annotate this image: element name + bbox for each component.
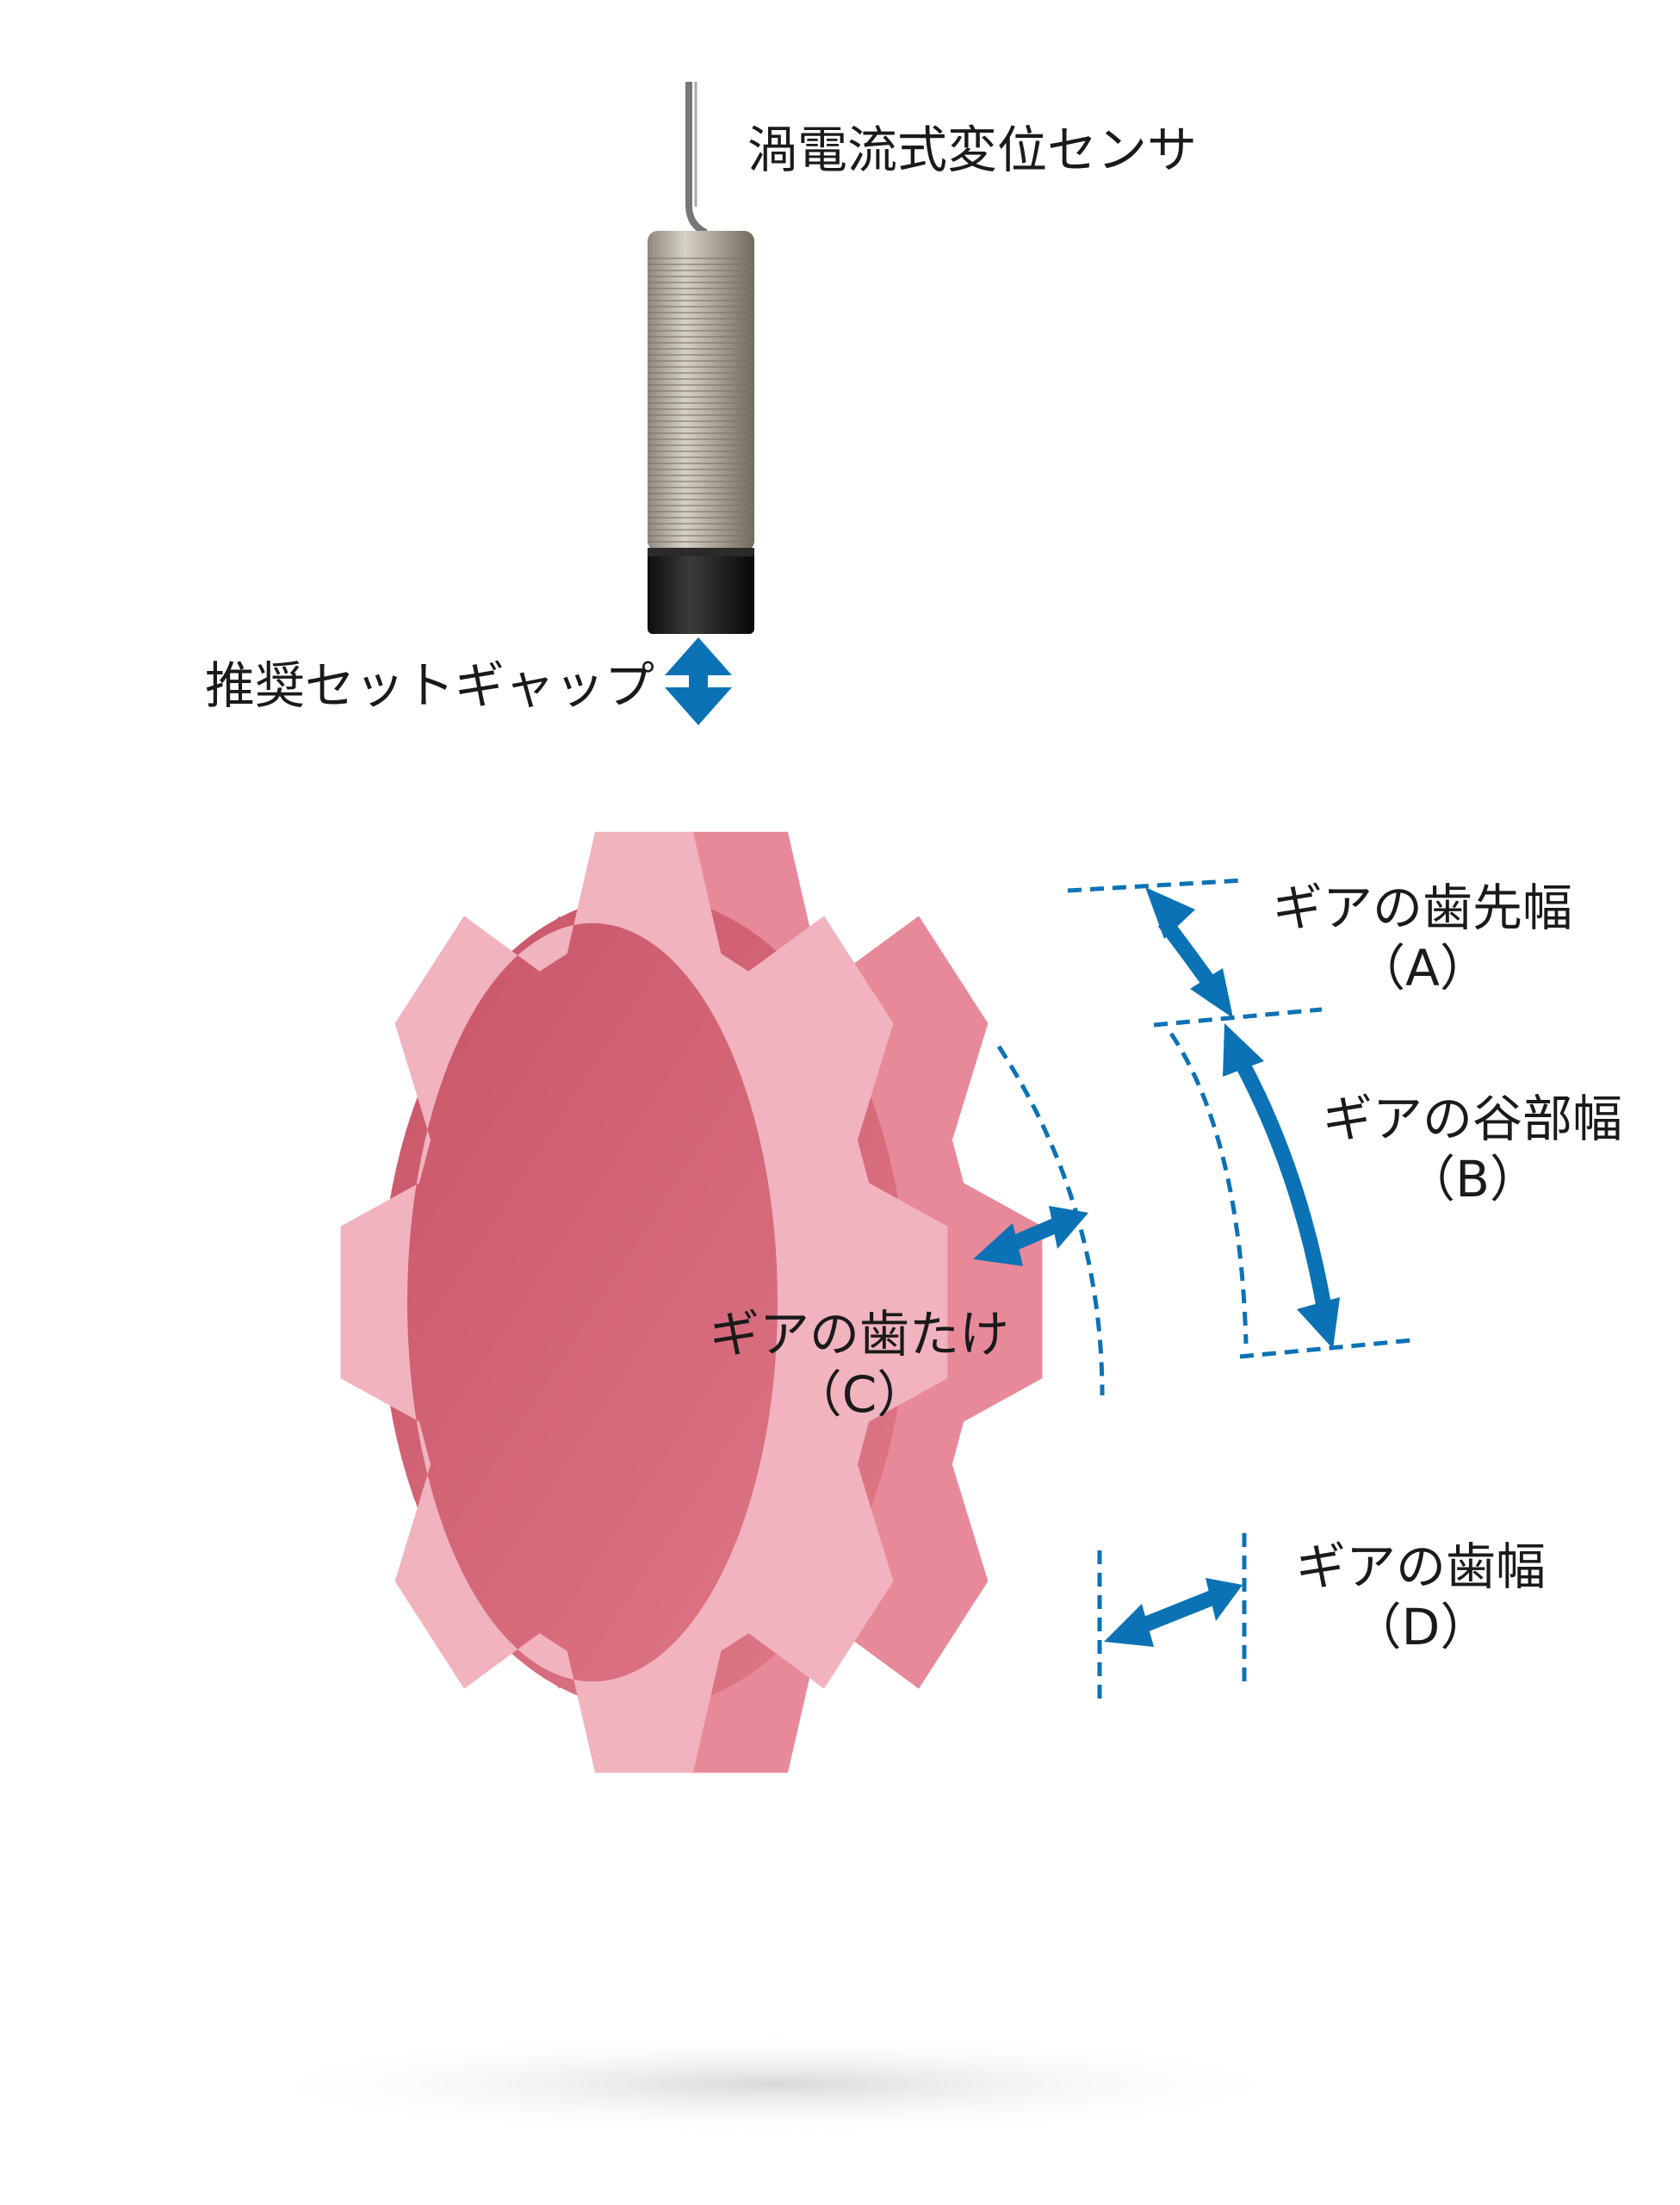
gear-shadow: [241, 2033, 1309, 2136]
tooth-height-text: ギアの歯たけ: [709, 1305, 1009, 1363]
double-arrow-icon: [973, 1206, 1088, 1266]
dashed-line-a-bottom: [1153, 1007, 1323, 1028]
curved-double-arrow-icon: [1145, 887, 1233, 1018]
root-width-code: （B）: [1405, 1149, 1540, 1208]
double-arrow-icon: [1104, 1578, 1243, 1647]
tooth-tip-width-label: ギアの歯先幅 （A）: [1259, 879, 1586, 998]
gear-front-face: [340, 831, 948, 1773]
gear: [340, 831, 1043, 1773]
arrows: [665, 637, 1340, 1647]
sensor-cable: [685, 82, 708, 236]
gap-label: 推奨セットギャップ: [205, 656, 655, 715]
dashed-curve-b: [1169, 1032, 1249, 1345]
tooth-tip-width-code: （A）: [1355, 938, 1490, 997]
tooth-face-width-text: ギアの歯幅: [1295, 1537, 1546, 1596]
root-width-text: ギアの谷部幅: [1322, 1090, 1622, 1148]
dashed-line-a-top: [1067, 878, 1245, 893]
tooth-face-width-code: （D）: [1351, 1597, 1491, 1656]
tooth-height-label: ギアの歯たけ （C）: [696, 1305, 1023, 1425]
dimension-annotations: [996, 878, 1413, 1701]
curved-double-arrow-icon: [1223, 1023, 1340, 1349]
tooth-tip-width-text: ギアの歯先幅: [1272, 879, 1572, 937]
tooth-face-width-label: ギアの歯幅 （D）: [1283, 1537, 1559, 1657]
root-width-label: ギアの谷部幅 （B）: [1309, 1090, 1636, 1209]
dashed-line-b-bottom: [1239, 1338, 1413, 1359]
tooth-height-code: （C）: [791, 1364, 927, 1424]
double-arrow-icon: [665, 637, 732, 725]
sensor-label: 渦電流式変位センサ: [747, 121, 1198, 179]
sensor-tip: [648, 548, 754, 634]
eddy-current-sensor: [648, 82, 754, 634]
